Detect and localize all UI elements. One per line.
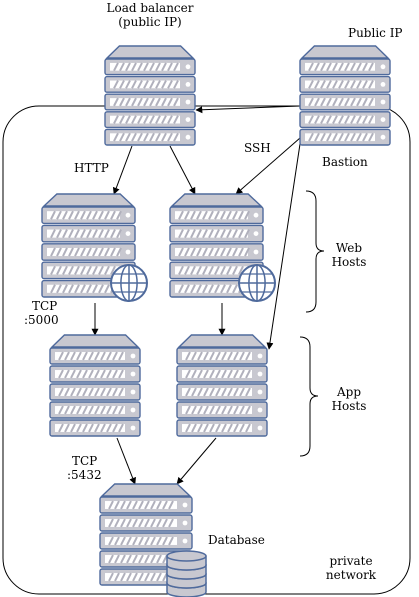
tcp5432-arrow-2 xyxy=(176,437,217,485)
app-hosts-sublabel: Hosts xyxy=(332,399,367,413)
web-hosts-brace xyxy=(305,190,325,313)
servers-layer xyxy=(41,45,391,597)
ssh-label: SSH xyxy=(244,141,271,155)
private-network-label: private xyxy=(329,554,372,568)
database-storage-icon xyxy=(166,550,207,597)
labels: Load balancer (public IP) Public IP Bast… xyxy=(24,1,403,582)
tcp5000-port-label: :5000 xyxy=(24,313,59,327)
load-balancer-sublabel: (public IP) xyxy=(118,15,181,29)
database-label: Database xyxy=(208,533,265,547)
tcp5432-port-label: :5432 xyxy=(67,468,102,482)
bastion-to-load-balancer-arrow xyxy=(195,105,301,114)
tcp5000-label: TCP xyxy=(32,299,57,313)
tcp5432-arrow-1 xyxy=(116,437,136,485)
web-host-1-server-icon xyxy=(41,193,136,298)
http-label: HTTP xyxy=(74,161,109,175)
app-host-1-server-icon xyxy=(49,334,141,437)
http-arrow-to-web-host-1 xyxy=(112,145,133,195)
app-hosts-label: App xyxy=(336,385,361,399)
ssh-arrow-to-app-host-2 xyxy=(266,143,301,350)
bastion-server-icon xyxy=(299,45,391,146)
http-arrow-to-web-host-2 xyxy=(169,145,196,195)
app-hosts-brace xyxy=(299,336,319,457)
private-network-sublabel: network xyxy=(326,568,377,582)
load-balancer-label: Load balancer xyxy=(107,1,194,15)
web-host-2-globe-icon xyxy=(238,264,276,302)
web-host-1-globe-icon xyxy=(110,264,148,302)
bastion-label: Bastion xyxy=(322,155,368,169)
app-host-2-server-icon xyxy=(176,334,268,437)
private-network-boundary xyxy=(2,105,411,595)
web-hosts-sublabel: Hosts xyxy=(332,255,367,269)
web-host-2-server-icon xyxy=(169,193,264,298)
web-hosts-label: Web xyxy=(336,241,362,255)
load-balancer-server-icon xyxy=(104,45,196,146)
tcp5432-label: TCP xyxy=(72,454,97,468)
public-ip-label: Public IP xyxy=(348,26,403,40)
ssh-arrow-to-web-host-2 xyxy=(235,137,301,195)
connectors xyxy=(91,105,301,485)
